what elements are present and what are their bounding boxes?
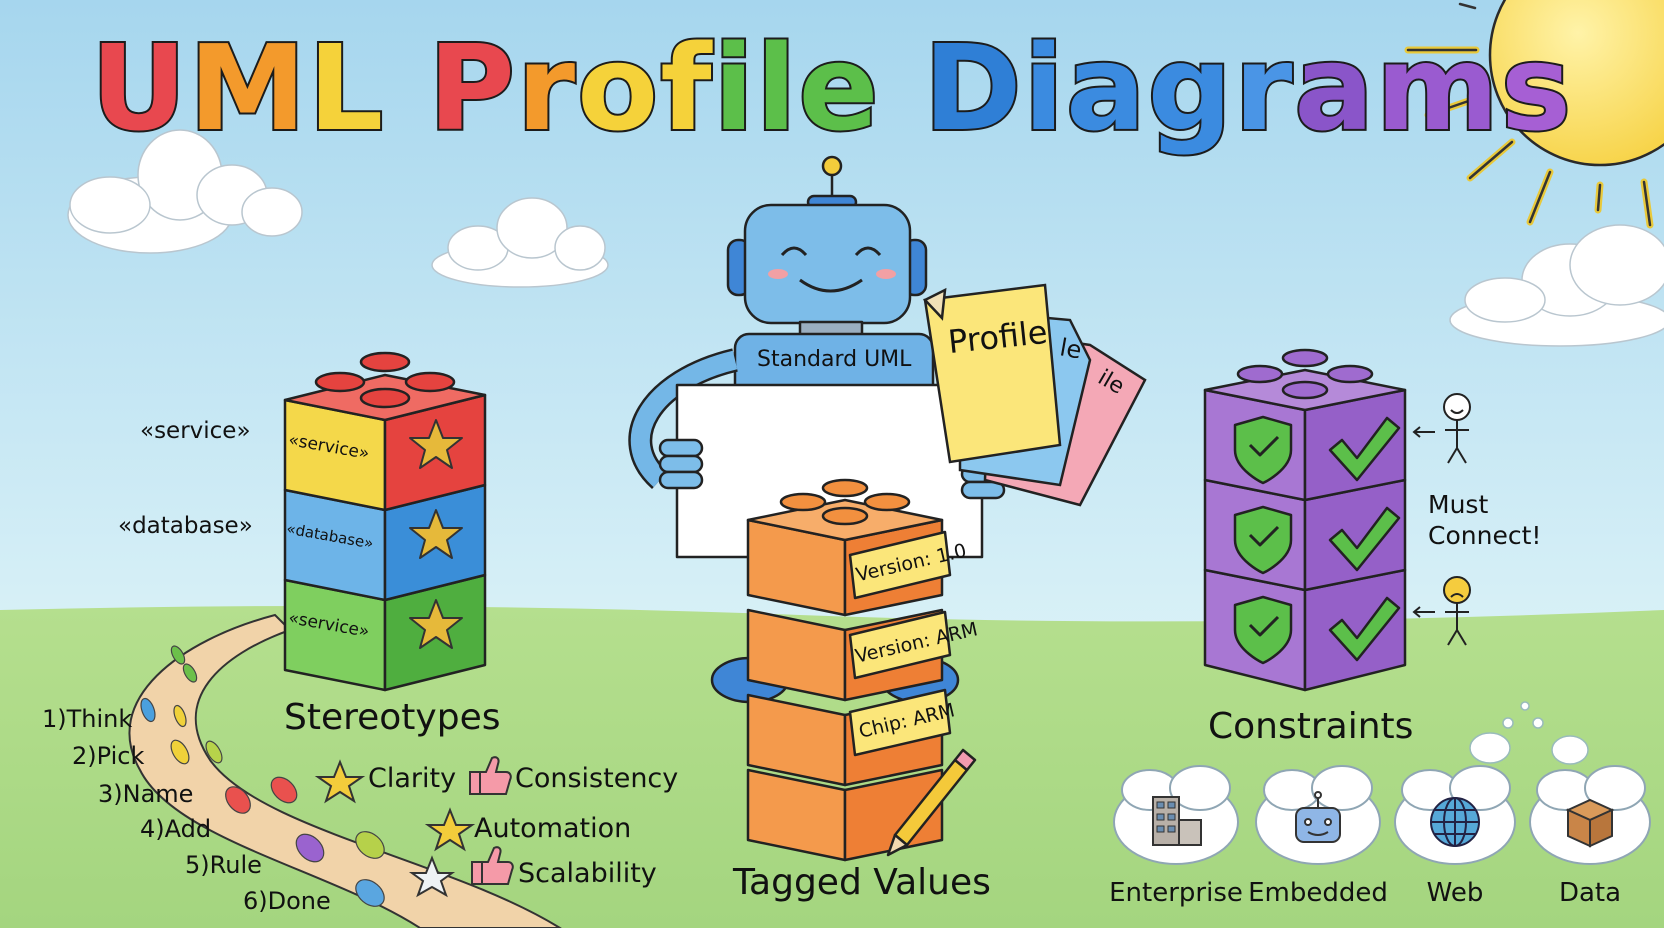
thumbs-up-icon <box>469 756 512 795</box>
box-icon <box>1565 798 1615 848</box>
title-letter: s <box>1499 17 1574 159</box>
title-letter: U <box>89 17 189 159</box>
benefit-label: Automation <box>474 813 632 844</box>
robot-icon <box>1295 791 1341 843</box>
footstep-path <box>128 613 562 928</box>
domain-label: Data <box>1558 878 1622 908</box>
step-label: 6)Done <box>243 887 331 915</box>
step-label: 1)Think <box>42 705 133 733</box>
title-letter: P <box>426 17 517 159</box>
globe-icon <box>1430 797 1480 847</box>
title-letter: e <box>796 17 881 159</box>
star-icon <box>314 759 366 804</box>
title-letter <box>385 19 428 157</box>
checkmark-icon <box>1328 506 1401 572</box>
star-icon <box>409 509 463 559</box>
profile-papers <box>922 283 1147 507</box>
star-icon <box>409 419 463 469</box>
cloud-left <box>67 129 303 254</box>
stereotype-side-label: «service» <box>140 418 251 444</box>
star-icon <box>409 599 463 649</box>
title-letter: r <box>1232 17 1295 159</box>
title-letter: l <box>754 17 799 159</box>
stereotypes-section-label: Stereotypes <box>284 697 501 738</box>
step-label: 2)Pick <box>72 742 145 770</box>
title-letter: m <box>1374 17 1501 159</box>
tagged-values-section-label: Tagged Values <box>733 862 991 903</box>
title-letter: a <box>1292 17 1376 159</box>
footprints <box>140 645 385 907</box>
title-letter: i <box>712 17 756 159</box>
step-label: 3)Name <box>98 780 194 808</box>
checkmark-icon <box>1328 596 1401 662</box>
constraints-section-label: Constraints <box>1208 706 1414 747</box>
star-icon <box>424 807 476 852</box>
thought-bubbles <box>1469 701 1589 765</box>
title-letter: a <box>1064 17 1148 159</box>
title-letter: g <box>1146 17 1235 159</box>
cloud-middle <box>431 197 609 288</box>
constraints-block-stack <box>1203 348 1407 692</box>
robot-chest-label: Standard UML <box>757 347 912 372</box>
page-title: UML Profile Diagrams <box>0 17 1664 160</box>
stereotype-side-label: «database» <box>118 513 253 539</box>
pencil-icon <box>886 748 977 857</box>
thumbs-up-icon <box>471 846 514 885</box>
title-letter: o <box>575 17 661 159</box>
title-letter: L <box>306 17 386 159</box>
title-letter: r <box>515 17 578 159</box>
title-letter: D <box>922 17 1024 159</box>
step-label: 4)Add <box>140 815 212 843</box>
domain-label: Web <box>1426 878 1484 908</box>
sad-stick-figure <box>1412 576 1471 646</box>
title-letter: i <box>1021 17 1066 159</box>
happy-stick-figure <box>1412 393 1471 464</box>
domain-label: Embedded <box>1248 878 1388 908</box>
cloud-right <box>1449 224 1664 347</box>
benefit-label: Scalability <box>518 858 657 889</box>
domain-label: Enterprise <box>1109 878 1243 908</box>
title-letter: f <box>658 17 714 159</box>
star-outline-icon <box>408 855 456 898</box>
stereotype-block-stack <box>283 351 487 692</box>
step-label: 5)Rule <box>185 851 262 879</box>
building-icon <box>1152 796 1202 846</box>
sun-icon <box>1404 0 1664 229</box>
benefit-label: Clarity <box>368 763 457 794</box>
benefit-label: Consistency <box>515 763 679 794</box>
title-letter: M <box>187 17 309 159</box>
constraint-note-line2: Connect! <box>1428 521 1542 550</box>
title-letter <box>880 19 923 157</box>
tagged-values-block-stack <box>746 478 977 862</box>
constraint-note-line1: Must <box>1428 490 1489 519</box>
checkmark-icon <box>1328 416 1401 482</box>
